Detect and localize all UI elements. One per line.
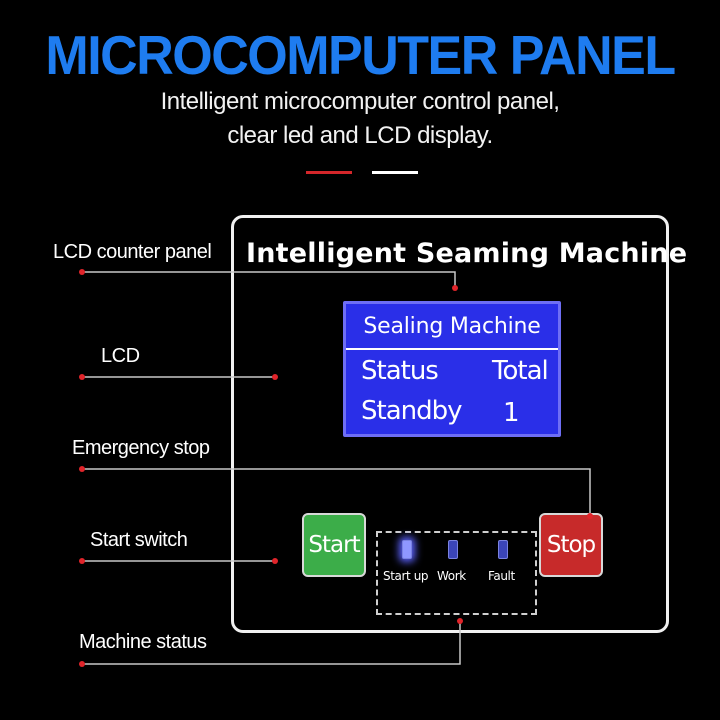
callout-dot-lcd-counter-panel (79, 269, 85, 275)
callout-emergency-stop: Emergency stop (72, 437, 210, 459)
fault-led-icon (498, 540, 508, 559)
control-panel-frame (231, 215, 669, 633)
accent-dash-red (306, 171, 352, 174)
leader-line-lcd-counter-panel (82, 271, 456, 288)
leader-line-machine-status (82, 621, 461, 665)
work-led-label: Work (437, 569, 466, 583)
start-button[interactable]: Start (302, 513, 366, 577)
callout-dot-machine-status (79, 661, 85, 667)
callout-dot-machine-status-target (457, 618, 463, 624)
lcd-status-label: Status (361, 356, 439, 386)
callout-dot-start-switch (79, 558, 85, 564)
callout-dot-lcd-counter-target (452, 285, 458, 291)
callout-start-switch: Start switch (90, 529, 188, 551)
lcd-divider (346, 348, 558, 350)
callout-lcd: LCD (101, 345, 140, 367)
lcd-total-value: 1 (503, 398, 520, 428)
lcd-title: Sealing Machine (363, 314, 541, 339)
callout-machine-status: Machine status (79, 631, 207, 653)
page-headline: MICROCOMPUTER PANEL (45, 25, 676, 87)
lcd-display: Sealing Machine Status Total Standby 1 (343, 301, 561, 437)
callout-dot-lcd-target (272, 374, 278, 380)
work-led-icon (448, 540, 458, 559)
accent-dash-white (372, 171, 418, 174)
callout-dot-emergency-stop-target (587, 513, 593, 519)
startup-led-label: Start up (383, 569, 429, 583)
fault-led-label: Fault (488, 569, 515, 583)
startup-led-icon (402, 540, 412, 559)
stop-button[interactable]: Stop (539, 513, 603, 577)
callout-dot-emergency-stop (79, 466, 85, 472)
panel-title: Intelligent Seaming Machine (246, 238, 688, 269)
lcd-total-label: Total (492, 356, 549, 386)
callout-lcd-counter-panel: LCD counter panel (53, 241, 212, 263)
subtitle-line-1: Intelligent microcomputer control panel, (160, 88, 560, 115)
callout-dot-start-switch-target (272, 558, 278, 564)
machine-status-box (376, 531, 537, 615)
callout-dot-lcd (79, 374, 85, 380)
subtitle-line-2: clear led and LCD display. (227, 122, 493, 149)
leader-line-emergency-stop (82, 468, 591, 516)
lcd-status-value: Standby (361, 396, 463, 426)
